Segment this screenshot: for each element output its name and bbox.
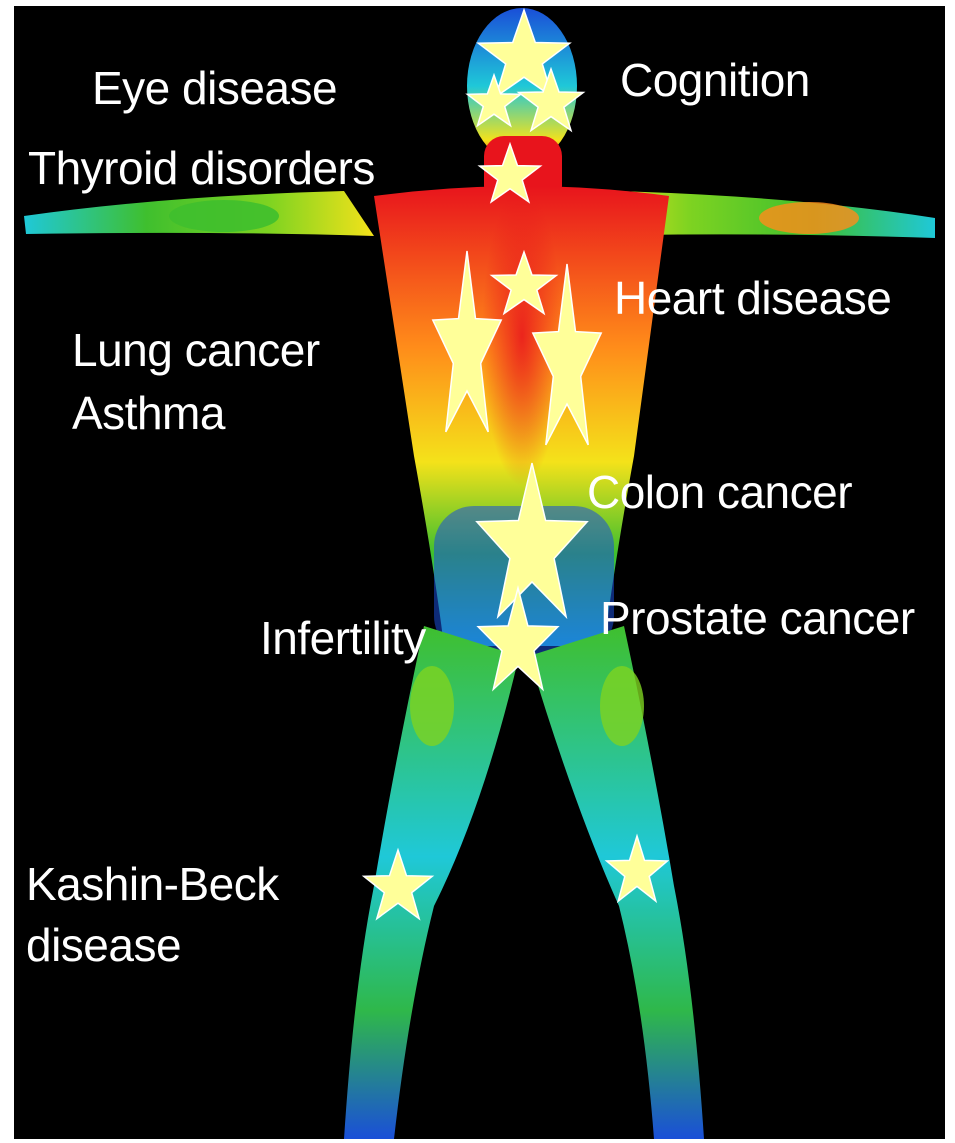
label-kashin-beck: Kashin-Beck <box>26 852 279 916</box>
label-kashin-group: Kashin-Beck disease <box>26 852 279 974</box>
label-asthma: Asthma <box>72 384 320 442</box>
label-kashin-disease: disease <box>26 916 279 974</box>
label-eye-disease: Eye disease <box>92 62 337 114</box>
label-lung-group: Lung cancer Asthma <box>72 316 320 442</box>
label-infertility: Infertility <box>260 612 426 664</box>
label-prostate-cancer: Prostate cancer <box>600 592 915 644</box>
label-heart-disease: Heart disease <box>614 272 891 324</box>
label-colon-cancer: Colon cancer <box>587 466 852 518</box>
label-lung-cancer: Lung cancer <box>72 316 320 384</box>
label-thyroid-disorders: Thyroid disorders <box>28 142 375 194</box>
label-cognition: Cognition <box>620 54 810 106</box>
thermal-body-figure: Eye disease Cognition Thyroid disorders … <box>14 6 945 1139</box>
